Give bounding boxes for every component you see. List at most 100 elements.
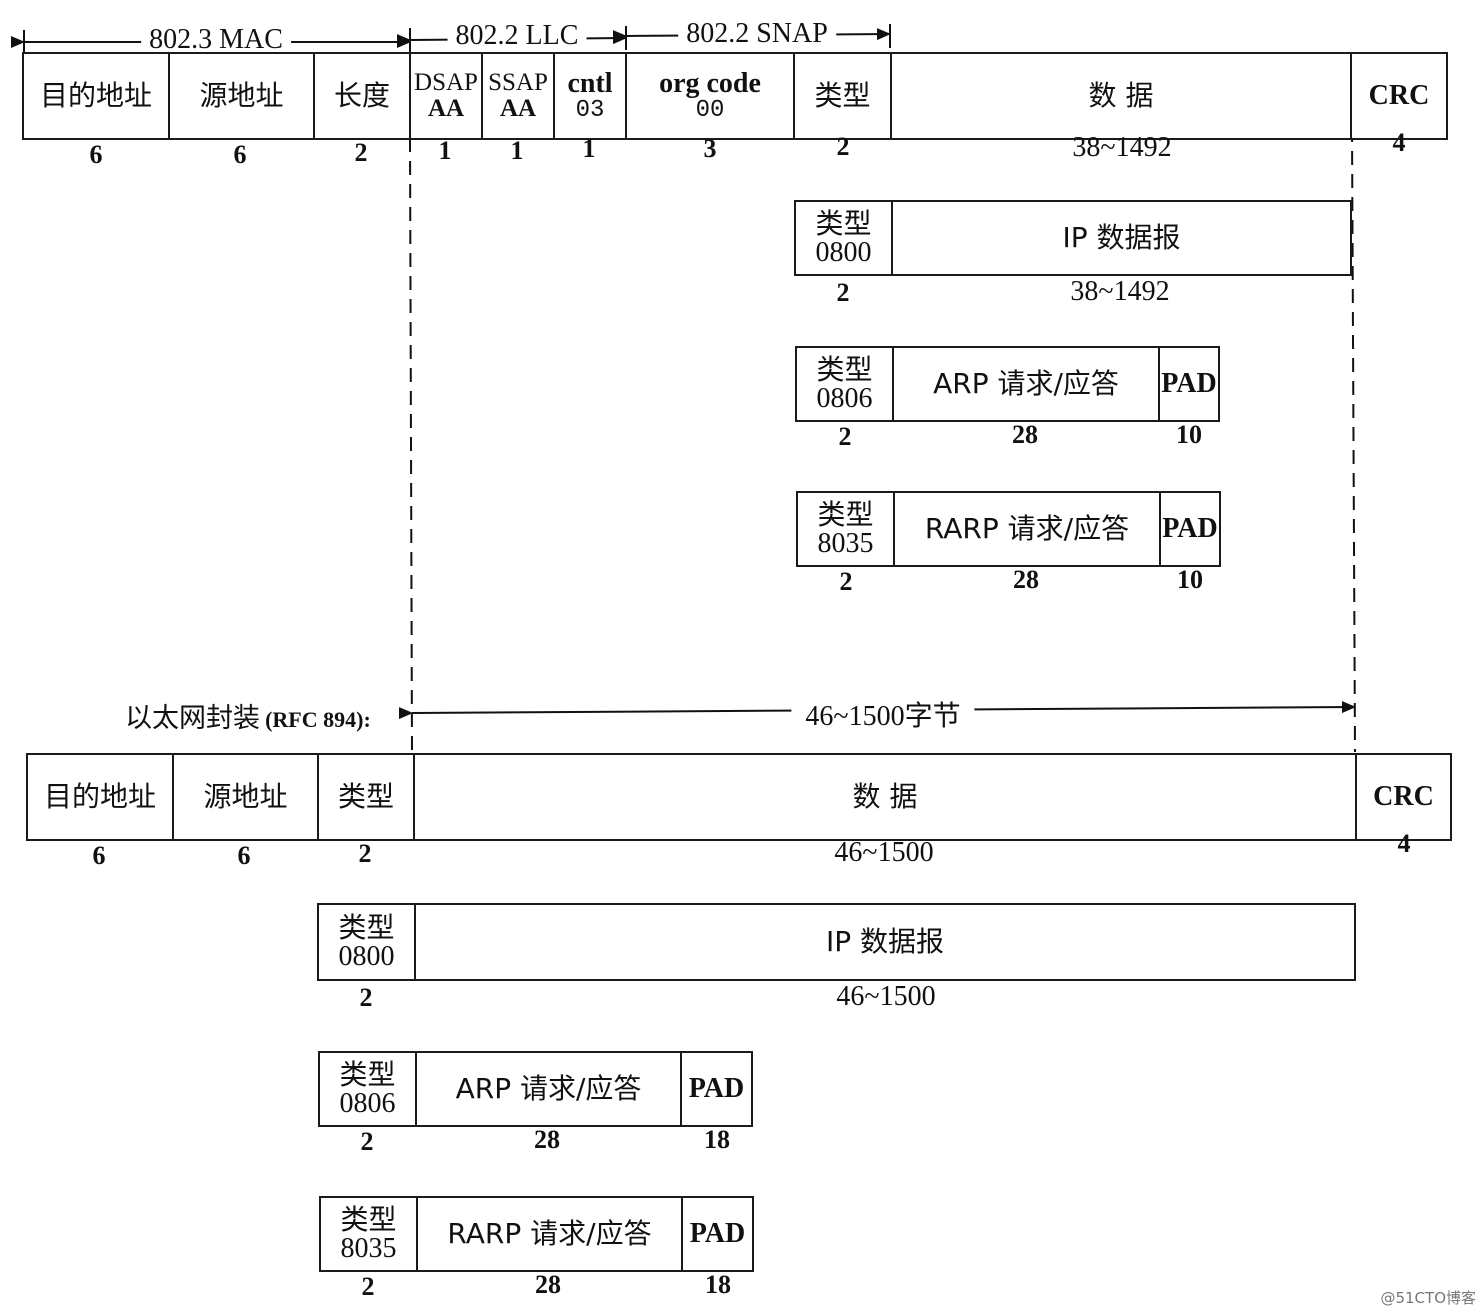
- ieee-rarp-size-type: 2: [839, 567, 853, 596]
- ieee-frame: 目的地址 源地址 长度 DSAP AA SSAP AA cntl 03 org …: [22, 52, 1448, 140]
- ieee-rarp-type-code: 8035: [817, 528, 874, 559]
- type-label: 类型: [814, 79, 871, 113]
- dashed-guide-left: [409, 137, 413, 753]
- mac-header-label: 802.3 MAC: [141, 24, 291, 56]
- ieee-rarp-size-pad: 10: [1177, 565, 1203, 594]
- src-addr-label: 源地址: [199, 79, 284, 113]
- eth-type-label: 类型: [337, 780, 394, 814]
- eth-src-addr-label: 源地址: [203, 780, 288, 814]
- ethernet-caption: 以太网封装 (RFC 894):: [125, 696, 371, 735]
- org-code-cell: org code 00: [627, 54, 795, 138]
- src-addr-cell: 源地址: [170, 54, 315, 138]
- cntl-label: cntl: [567, 67, 613, 99]
- type-cell: 类型: [795, 54, 892, 138]
- ieee-arp-frame: 类型 0806 ARP 请求/应答 PAD: [795, 346, 1220, 422]
- ieee-arp-size-pad: 10: [1176, 420, 1202, 449]
- ethernet-caption-tag: (RFC 894):: [265, 707, 371, 732]
- eth-size-type: 2: [358, 839, 372, 868]
- crc-label: CRC: [1368, 80, 1430, 112]
- eth-arp-data-label: ARP 请求/应答: [455, 1072, 642, 1106]
- eth-rarp-type-code: 8035: [340, 1233, 397, 1264]
- eth-data-cell: 数 据: [415, 755, 1357, 839]
- eth-rarp-type-cell: 类型 8035: [321, 1198, 418, 1270]
- size-src: 6: [233, 140, 247, 169]
- eth-rarp-type-label: 类型: [340, 1202, 397, 1236]
- ieee-ip-size-data: 38~1492: [1070, 276, 1170, 307]
- eth-size-dst: 6: [92, 841, 106, 870]
- eth-arp-size-pad: 18: [704, 1125, 730, 1154]
- eth-size-crc: 4: [1397, 829, 1411, 858]
- eth-arp-pad-cell: PAD: [682, 1053, 751, 1125]
- eth-ip-frame: 类型 0800 IP 数据报: [317, 903, 1356, 981]
- data-cell: 数 据: [892, 54, 1352, 138]
- ieee-ip-type-code: 0800: [815, 237, 872, 268]
- ieee-rarp-type-cell: 类型 8035: [798, 493, 895, 565]
- eth-arp-type-label: 类型: [339, 1057, 396, 1091]
- dashed-guide-right: [1351, 127, 1356, 753]
- ieee-arp-size-data: 28: [1012, 420, 1038, 449]
- dst-addr-cell: 目的地址: [24, 54, 170, 138]
- eth-data-label: 数 据: [852, 780, 918, 814]
- eth-dst-addr-label: 目的地址: [43, 780, 156, 814]
- eth-rarp-pad-label: PAD: [689, 1218, 746, 1250]
- ieee-ip-size-type: 2: [836, 278, 850, 307]
- ieee-ip-type-label: 类型: [815, 206, 872, 240]
- size-len: 2: [354, 138, 368, 167]
- eth-rarp-size-data: 28: [535, 1270, 561, 1299]
- ieee-arp-data-label: ARP 请求/应答: [933, 367, 1119, 401]
- eth-ip-size-type: 2: [359, 983, 373, 1012]
- eth-ip-data-label: IP 数据报: [825, 925, 945, 959]
- ieee-ip-type-cell: 类型 0800: [796, 202, 893, 274]
- ssap-cell: SSAP AA: [483, 54, 555, 138]
- eth-rarp-pad-cell: PAD: [683, 1198, 752, 1270]
- ieee-rarp-data-cell: RARP 请求/应答: [895, 493, 1161, 565]
- ieee-arp-type-label: 类型: [816, 352, 873, 386]
- eth-ip-data-cell: IP 数据报: [416, 905, 1354, 979]
- ieee-arp-type-cell: 类型 0806: [797, 348, 894, 420]
- llc-header-label: 802.2 LLC: [447, 20, 587, 52]
- size-dsap: 1: [438, 136, 452, 165]
- eth-rarp-frame: 类型 8035 RARP 请求/应答 PAD: [319, 1196, 754, 1272]
- cntl-cell: cntl 03: [555, 54, 627, 138]
- eth-ip-type-label: 类型: [338, 910, 395, 944]
- size-data: 38~1492: [1072, 132, 1172, 163]
- eth-crc-cell: CRC: [1357, 755, 1450, 839]
- cntl-value: 03: [575, 97, 605, 125]
- eth-arp-type-cell: 类型 0806: [320, 1053, 417, 1125]
- ssap-label: SSAP: [488, 68, 548, 96]
- eth-crc-label: CRC: [1373, 781, 1434, 813]
- length-cell: 长度: [315, 54, 411, 138]
- ieee-arp-data-cell: ARP 请求/应答: [894, 348, 1160, 420]
- payload-span-text: 46~1500字节: [805, 701, 961, 732]
- snap-header-label: 802.2 SNAP: [678, 18, 836, 50]
- eth-ip-type-cell: 类型 0800: [319, 905, 416, 979]
- org-code-label: org code: [659, 67, 761, 99]
- ieee-rarp-data-label: RARP 请求/应答: [924, 512, 1130, 546]
- ieee-rarp-type-label: 类型: [817, 497, 874, 531]
- dsap-cell: DSAP AA: [411, 54, 483, 138]
- eth-rarp-data-label: RARP 请求/应答: [447, 1217, 652, 1251]
- eth-rarp-size-pad: 18: [705, 1270, 731, 1299]
- ieee-rarp-frame: 类型 8035 RARP 请求/应答 PAD: [796, 491, 1221, 567]
- eth-ip-type-code: 0800: [338, 941, 395, 972]
- eth-rarp-size-type: 2: [361, 1272, 375, 1301]
- eth-src-addr-cell: 源地址: [174, 755, 319, 839]
- eth-size-src: 6: [237, 841, 251, 870]
- data-label: 数 据: [1088, 79, 1154, 113]
- ieee-arp-type-code: 0806: [816, 383, 873, 414]
- eth-arp-data-cell: ARP 请求/应答: [417, 1053, 682, 1125]
- eth-arp-frame: 类型 0806 ARP 请求/应答 PAD: [318, 1051, 753, 1127]
- eth-arp-size-type: 2: [360, 1127, 374, 1156]
- size-crc: 4: [1392, 128, 1406, 157]
- eth-type-cell: 类型: [319, 755, 415, 839]
- length-label: 长度: [333, 79, 390, 113]
- eth-rarp-data-cell: RARP 请求/应答: [418, 1198, 683, 1270]
- org-code-value: 00: [695, 97, 725, 125]
- payload-span-label: 46~1500字节: [791, 694, 975, 734]
- ieee-ip-data-label: IP 数据报: [1062, 221, 1181, 255]
- ieee-arp-pad-label: PAD: [1161, 368, 1217, 400]
- eth-dst-addr-cell: 目的地址: [28, 755, 174, 839]
- eth-ip-size-data: 46~1500: [836, 981, 936, 1012]
- eth-arp-size-data: 28: [534, 1125, 560, 1154]
